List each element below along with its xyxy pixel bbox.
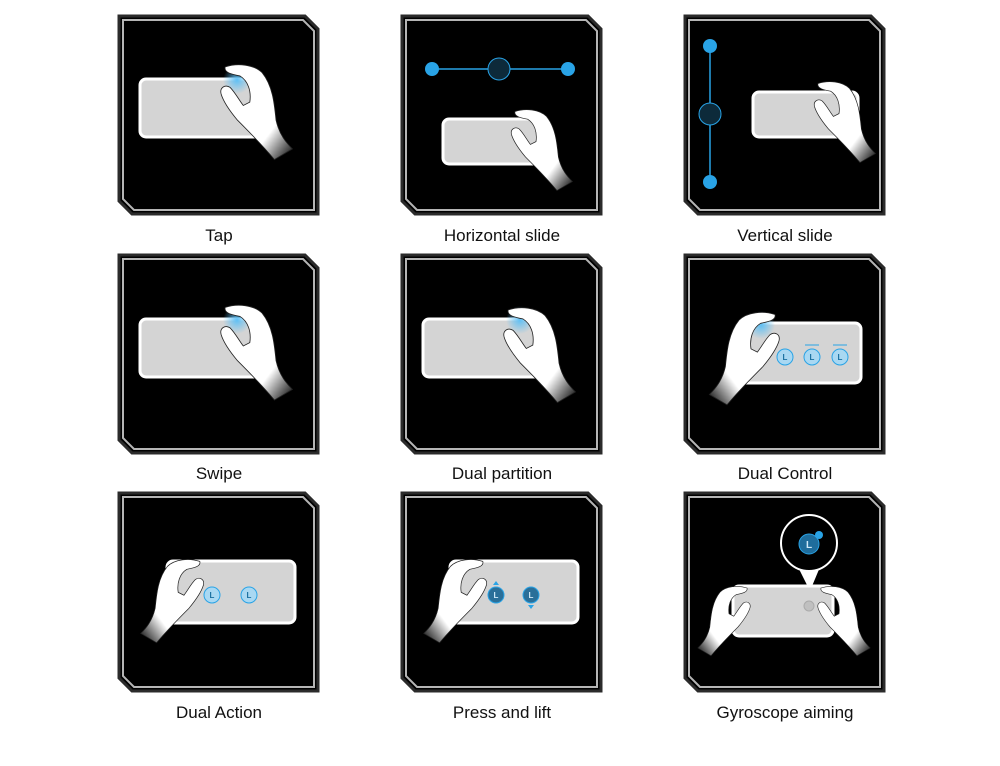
joystick-icon: L — [838, 353, 843, 362]
joystick-icon: L — [529, 591, 534, 600]
slider-knob-icon — [487, 57, 511, 81]
arrow-right-icon — [561, 62, 575, 76]
tile-swipe — [117, 253, 320, 455]
tile-dual-action: L L — [117, 491, 320, 693]
joystick-icon: L — [810, 353, 815, 362]
tile-label: Dual Control — [737, 464, 833, 483]
arrow-up-icon — [493, 581, 499, 585]
joystick-icon: L — [494, 591, 499, 600]
tile-tap — [117, 14, 320, 216]
tile-label: Tap — [205, 226, 233, 245]
tile-label: Gyroscope aiming — [716, 703, 854, 722]
tile-dual-partition — [400, 253, 603, 455]
joystick-icon — [798, 533, 820, 555]
joystick-icon: L — [783, 353, 788, 362]
arrow-down-icon — [703, 175, 717, 189]
tile-label: Dual Action — [176, 703, 262, 722]
tile-label: Swipe — [195, 464, 243, 483]
svg-text:L: L — [806, 540, 812, 551]
tile-label: Dual partition — [451, 464, 553, 483]
joystick-icon: L — [210, 591, 215, 600]
tile-dual-control: L L L — [683, 253, 886, 455]
arrow-up-icon — [703, 39, 717, 53]
arrow-left-icon — [425, 62, 439, 76]
slider-knob-icon — [698, 102, 722, 126]
tile-horizontal-slide — [400, 14, 603, 216]
tile-vertical-slide — [683, 14, 886, 216]
joystick-icon: L — [247, 591, 252, 600]
tile-gyroscope-aiming: L — [683, 491, 886, 693]
arrow-down-icon — [528, 605, 534, 609]
tile-label: Horizontal slide — [443, 226, 561, 245]
tile-label: Vertical slide — [737, 226, 833, 245]
tile-label: Press and lift — [452, 703, 552, 722]
tile-press-and-lift: L L — [400, 491, 603, 693]
gyro-icon — [815, 531, 823, 539]
